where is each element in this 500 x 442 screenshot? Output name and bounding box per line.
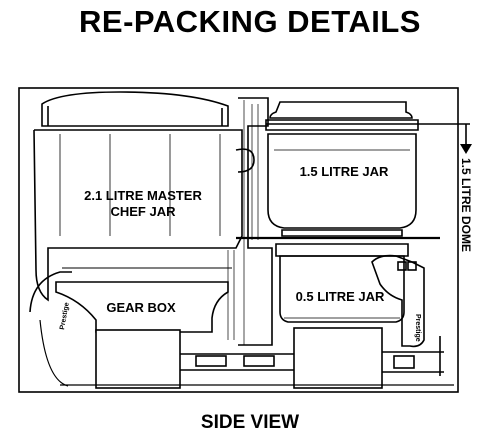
outer-box-outline — [18, 87, 459, 393]
brand-logo-right: Prestige — [414, 314, 421, 342]
dome-rim — [265, 119, 419, 131]
dome-arrow-head — [460, 144, 472, 154]
lower-block-right — [293, 327, 383, 389]
side-view-caption: SIDE VIEW — [200, 412, 300, 433]
dome-label: 1.5 LITRE DOME — [459, 158, 473, 252]
jar-1-5-base — [281, 229, 403, 237]
jar-1-5-body — [267, 133, 417, 229]
master-jar-label-line1: 2.1 LITRE MASTER — [84, 188, 202, 203]
master-jar-body — [33, 129, 243, 302]
jar-0-5-body — [279, 255, 405, 323]
page-title: RE-PACKING DETAILS — [79, 4, 421, 39]
dome-lid — [269, 101, 413, 119]
machine-body — [238, 97, 273, 346]
jar-0-5-lid — [275, 243, 409, 257]
jar-0-5-label: 0.5 LITRE JAR — [296, 289, 385, 304]
master-jar-handle — [235, 148, 255, 173]
brand-logo-left: Prestige — [59, 302, 71, 331]
master-jar-label-line2: CHEF JAR — [110, 204, 176, 219]
jar-1-5-label: 1.5 LITRE JAR — [300, 164, 389, 179]
gear-box-body — [55, 281, 229, 333]
side-handle — [371, 254, 425, 348]
gear-box-label: GEAR BOX — [106, 300, 176, 315]
gear-box-rim — [29, 271, 72, 313]
master-jar-lid — [41, 91, 229, 127]
lower-block-left — [95, 329, 181, 389]
